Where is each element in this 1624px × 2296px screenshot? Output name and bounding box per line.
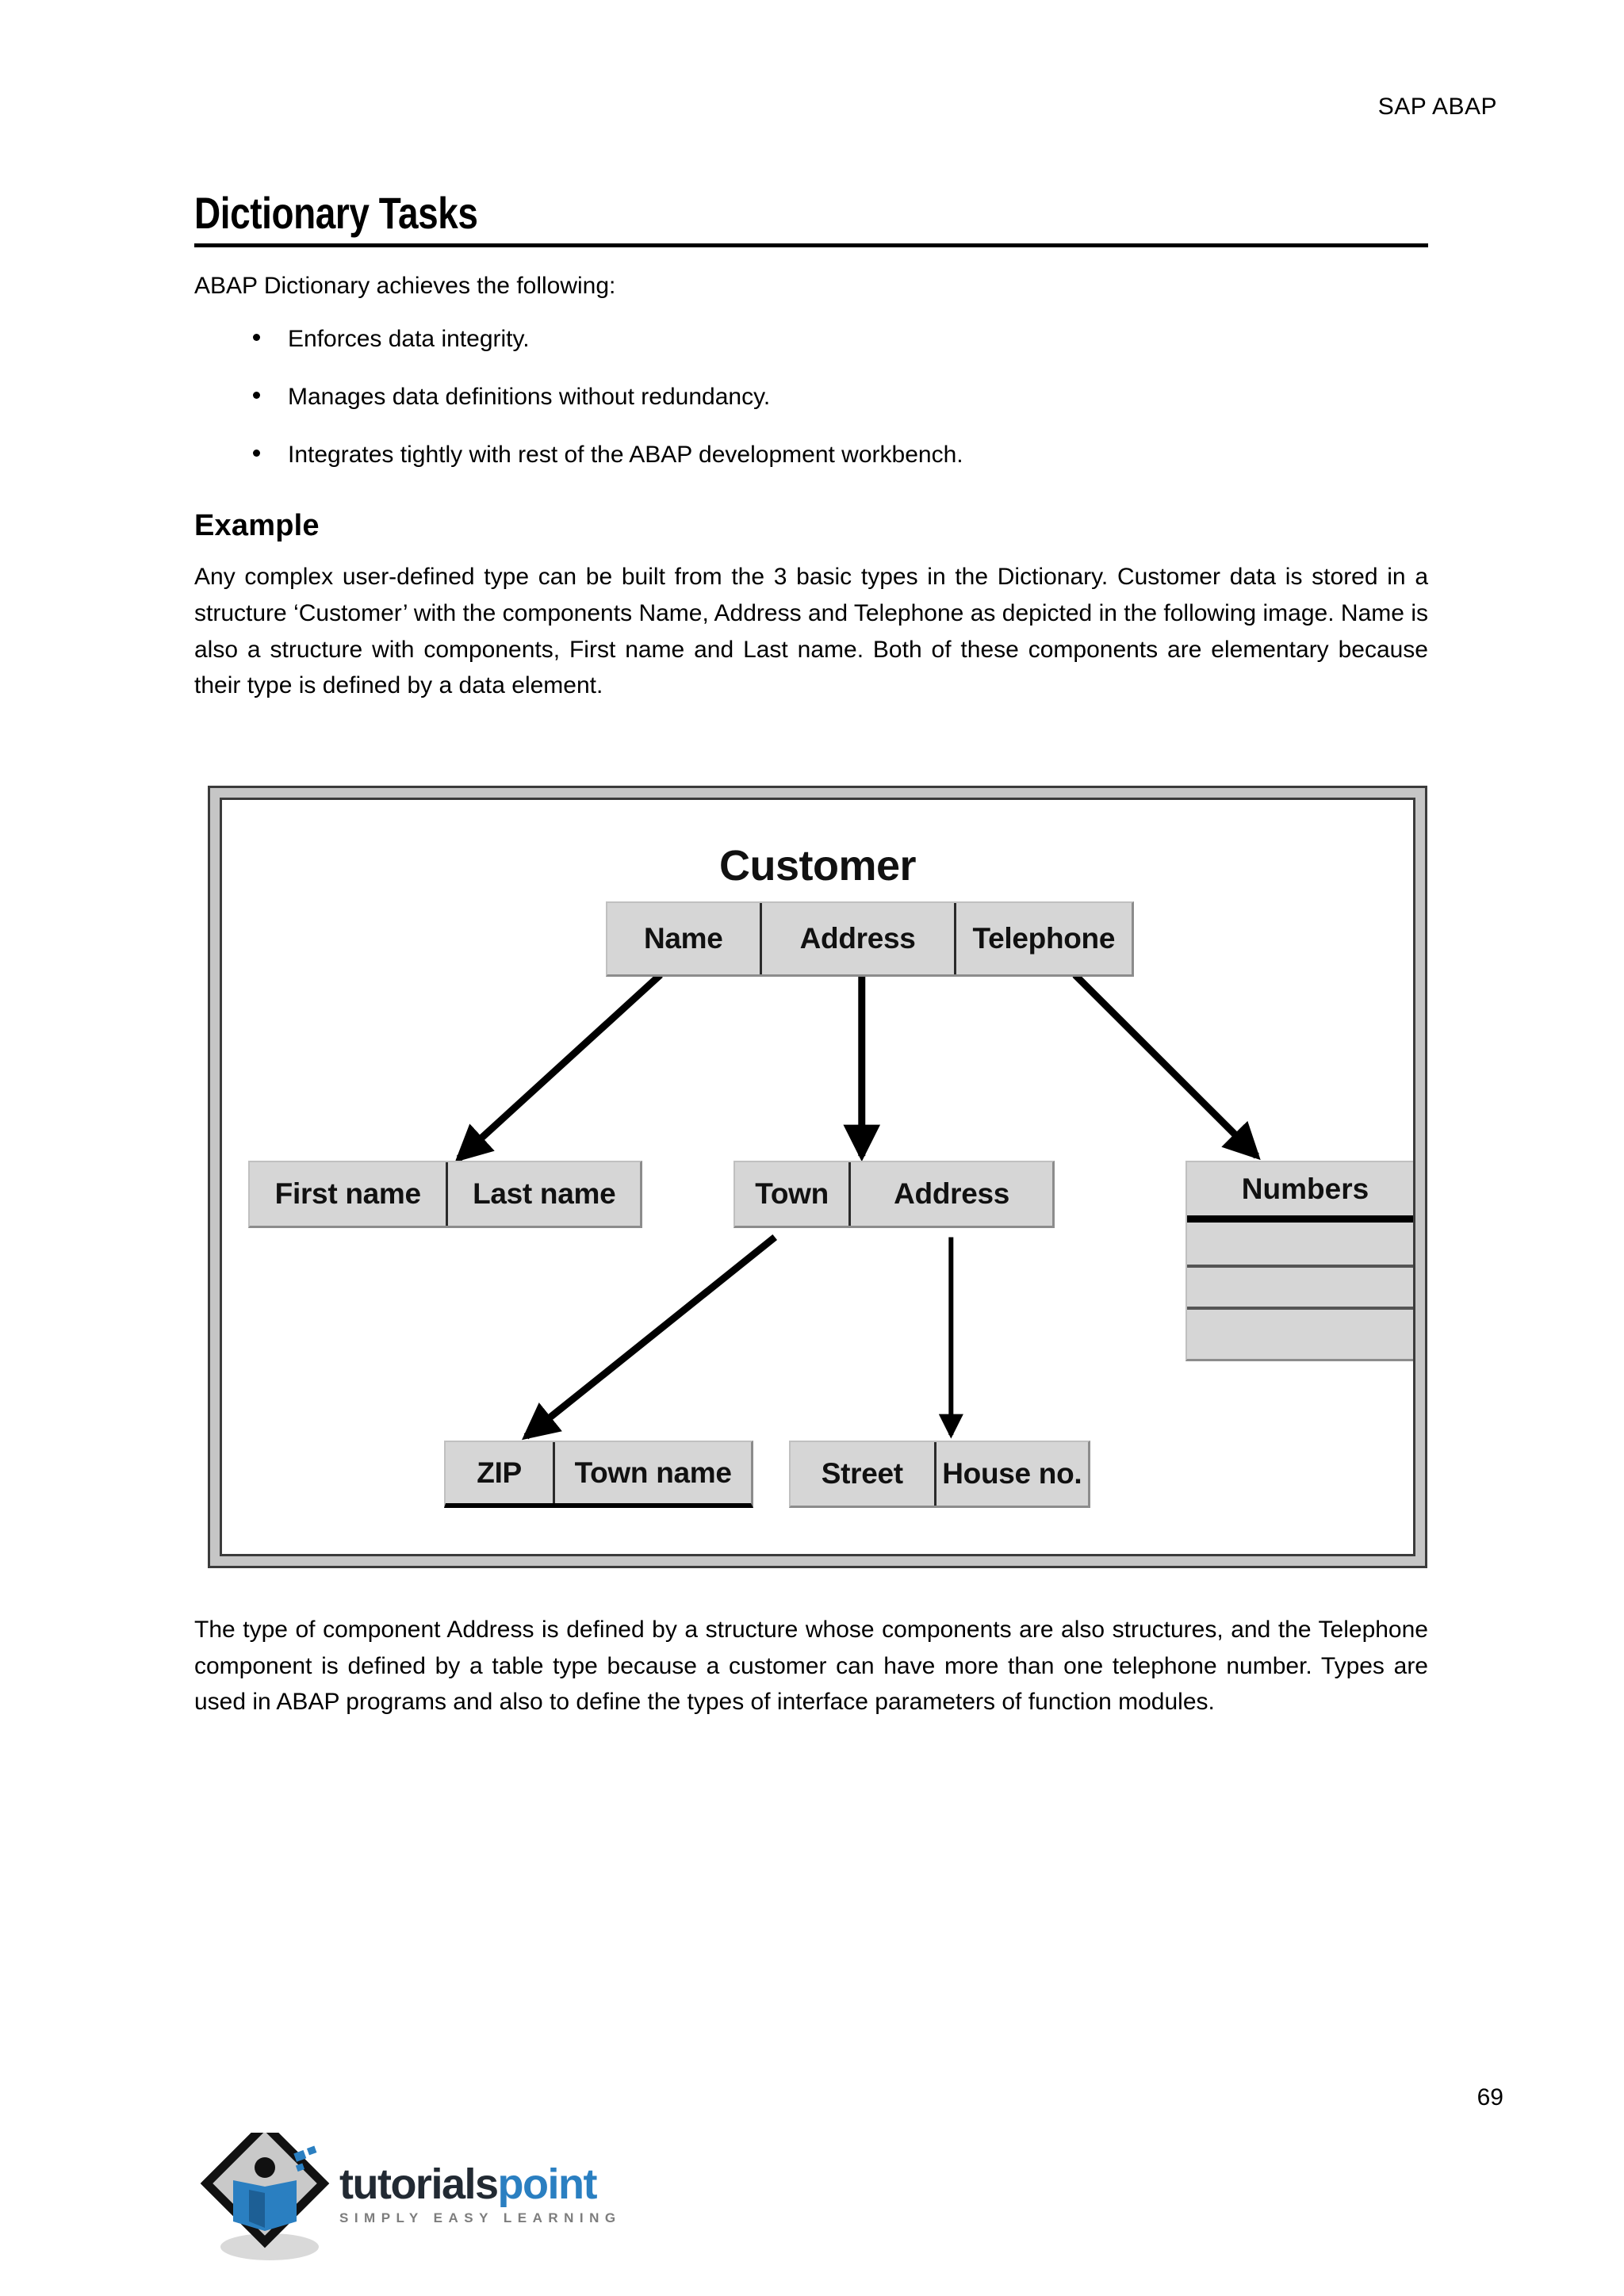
logo-wordmark: tutorialspoint SIMPLY EASY LEARNING [339, 2163, 622, 2226]
figure-frame: Customer Nam [208, 786, 1427, 1568]
cell-address-sub: Address [848, 1162, 1052, 1226]
node-customer-components: Name Address Telephone [606, 901, 1134, 977]
cell-zip: ZIP [477, 1456, 522, 1489]
cell-address: Address [759, 903, 954, 974]
table-row [1187, 1307, 1413, 1349]
logo-word-point: point [497, 2160, 598, 2208]
logo-word-row: tutorialspoint [339, 2163, 622, 2206]
arrow-town-to-zip [522, 1234, 778, 1441]
bullet-dot-icon [253, 392, 260, 400]
logo-word-tutorials: tutorials [339, 2160, 499, 2208]
logo-tagline: SIMPLY EASY LEARNING [339, 2210, 622, 2225]
node-town-components: ZIP Town name [444, 1441, 753, 1508]
footer-logo: tutorialspoint SIMPLY EASY LEARNING [197, 2118, 641, 2267]
cell-town-name: Town name [553, 1442, 751, 1503]
figure-title: Customer [718, 842, 917, 890]
arrow-telephone-to-numbers [1072, 972, 1261, 1161]
cell-last-name: Last name [446, 1162, 640, 1226]
table-row [1187, 1223, 1413, 1265]
closing-block: The type of component Address is defined… [194, 1612, 1428, 1720]
cell-house-no: House no. [933, 1442, 1088, 1506]
cell-name: Name [643, 922, 723, 955]
intro-paragraph: ABAP Dictionary achieves the following: [194, 272, 616, 299]
tutorialspoint-diamond-icon [200, 2118, 330, 2260]
example-paragraph: Any complex user-defined type can be bui… [194, 564, 1428, 699]
node-address-components: Town Address [733, 1161, 1055, 1228]
list-item-label: Integrates tightly with rest of the ABAP… [288, 442, 963, 469]
page-number: 69 [1477, 2084, 1503, 2110]
running-head: SAP ABAP [1377, 94, 1497, 120]
list-item: Integrates tightly with rest of the ABAP… [194, 437, 1428, 473]
node-name-components: First name Last name [248, 1161, 642, 1228]
list-item: Enforces data integrity. [194, 321, 1428, 357]
bullet-dot-icon [253, 334, 260, 342]
table-row [1187, 1265, 1413, 1307]
arrow-name-to-firstlast [454, 972, 663, 1162]
cell-first-name: First name [274, 1177, 421, 1210]
cell-street: Street [821, 1457, 903, 1490]
page-title: Dictionary Tasks [194, 188, 478, 238]
cell-telephone: Telephone [953, 903, 1132, 974]
figure-canvas: Customer Nam [220, 798, 1415, 1556]
content-column: Dictionary Tasks ABAP Dictionary achieve… [194, 188, 1428, 704]
list-item: Manages data definitions without redunda… [194, 379, 1428, 415]
node-street-components: Street House no. [789, 1441, 1090, 1508]
closing-paragraph: The type of component Address is defined… [194, 1617, 1428, 1716]
bullet-dot-icon [253, 450, 260, 457]
list-item-label: Enforces data integrity. [288, 326, 530, 353]
cell-town: Town [755, 1177, 829, 1210]
node-telephone-table: Numbers [1185, 1161, 1413, 1361]
table-header-numbers: Numbers [1187, 1162, 1413, 1223]
title-divider [194, 243, 1428, 247]
list-item-label: Manages data definitions without redunda… [288, 384, 771, 411]
example-heading: Example [194, 509, 320, 543]
task-list: Enforces data integrity. Manages data de… [194, 321, 1428, 473]
